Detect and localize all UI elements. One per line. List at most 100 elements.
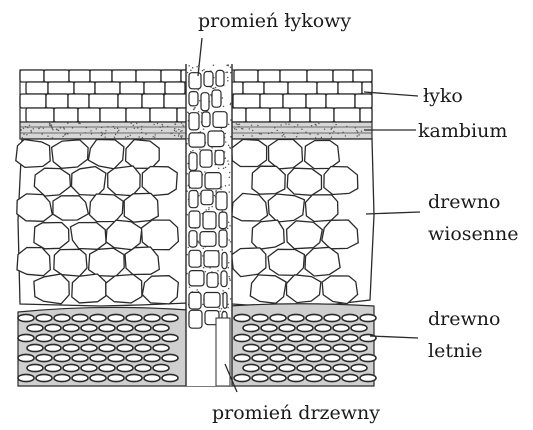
summer-wood-cell (36, 354, 52, 361)
spring-wood-cell (125, 247, 159, 275)
spring-wood-cell (142, 167, 177, 196)
label-phloem: łyko (423, 85, 463, 107)
cambium-speck (63, 127, 64, 128)
spring-wood-cell (126, 140, 160, 169)
ray-speck (230, 104, 232, 106)
cambium-speck (142, 137, 143, 138)
ray-speck (225, 185, 227, 187)
summer-wood-cell (144, 354, 160, 361)
summer-wood-cell (243, 344, 259, 351)
spring-wood-cell (17, 248, 50, 276)
ray-speck (225, 158, 227, 160)
ray-cell (219, 230, 227, 247)
cambium-speck (239, 124, 240, 125)
summer-wood-cell (234, 374, 250, 381)
phloem-cell (26, 108, 54, 122)
cambium-speck (153, 136, 154, 137)
cambium-speck (127, 136, 128, 137)
cambium-speck (30, 130, 31, 131)
cambium-speck (337, 133, 338, 134)
cambium-speck (356, 130, 357, 131)
summer-wood-cell (306, 354, 322, 361)
phloem-cell (264, 82, 288, 94)
summer-wood-cell (297, 364, 313, 371)
ray-speck (227, 80, 229, 82)
label-wood-ray: promień drzewny (212, 402, 380, 424)
summer-wood-cell (279, 344, 295, 351)
ray-cell (189, 191, 198, 208)
cambium-speck (90, 130, 91, 131)
cambium-speck (317, 134, 318, 135)
ray-speck (202, 255, 204, 257)
ray-speck (228, 144, 230, 146)
cambium-speck (234, 128, 235, 129)
cambium-speck (31, 131, 32, 132)
cambium-speck (178, 129, 179, 130)
cambium-speck (25, 126, 26, 127)
ray-speck (194, 107, 196, 109)
ray-speck (228, 262, 230, 264)
cambium-speck (62, 136, 63, 137)
cambium-speck (26, 134, 27, 135)
cambium-speck (249, 128, 250, 129)
ray-cell (189, 92, 198, 106)
ray-speck (225, 167, 227, 169)
ray-speck (202, 70, 204, 72)
phloem-cell (142, 94, 164, 108)
summer-wood-cell (306, 314, 322, 321)
cambium-speck (105, 130, 106, 131)
cambium-speck (333, 131, 334, 132)
phloem-cell (233, 94, 260, 108)
cambium-speck (136, 123, 137, 124)
cambium-speck (29, 125, 30, 126)
spring-wood-cell (232, 248, 266, 277)
ray-speck (223, 168, 225, 170)
summer-wood-cell (360, 354, 376, 361)
ray-speck (227, 304, 229, 306)
spring-wood-cell (287, 275, 321, 303)
ray-cell (213, 112, 227, 128)
cambium-speck (268, 133, 269, 134)
ray-speck (228, 163, 230, 165)
summer-wood-cell (234, 334, 250, 341)
cambium-speck (175, 131, 176, 132)
summer-wood-cell (261, 364, 277, 371)
phloem-cell (44, 70, 69, 82)
ray-speck (230, 72, 232, 74)
spring-wood-cell (89, 248, 125, 276)
spring-wood-cell (252, 220, 284, 249)
label-cambium: kambium (418, 120, 507, 142)
spring-wood-cell (34, 223, 69, 249)
summer-wood-cell (144, 314, 160, 321)
spring-wood-cell (268, 194, 304, 222)
spring-wood-cell (106, 220, 142, 250)
summer-wood-cell (162, 354, 178, 361)
phloem-cell (164, 94, 189, 108)
phloem-cell (100, 108, 126, 122)
ray-cell (207, 273, 218, 288)
spring-wood-cell (305, 247, 340, 276)
ray-speck (203, 69, 205, 71)
summer-wood-cell (234, 314, 250, 321)
spring-wood-cell (16, 140, 50, 168)
summer-wood-cell (81, 344, 97, 351)
ray-speck (203, 248, 205, 250)
spring-wood-cell (322, 220, 358, 249)
phloem-cell (144, 82, 165, 94)
spring-wood-cell (106, 275, 142, 303)
ray-cell (189, 171, 202, 188)
summer-wood-cell (243, 324, 259, 331)
summer-wood-cell (351, 324, 367, 331)
ray-speck (230, 298, 232, 300)
ray-speck (225, 133, 227, 135)
cambium-speck (271, 132, 272, 133)
summer-wood-cell (81, 364, 97, 371)
cambium-speck (182, 125, 183, 126)
cambium-speck (51, 124, 52, 125)
cambium-speck (324, 129, 325, 130)
ray-speck (192, 150, 194, 152)
phloem-cell (161, 70, 181, 82)
ray-cell (189, 113, 199, 130)
ray-speck (229, 146, 231, 148)
cambium-speck (113, 126, 114, 127)
